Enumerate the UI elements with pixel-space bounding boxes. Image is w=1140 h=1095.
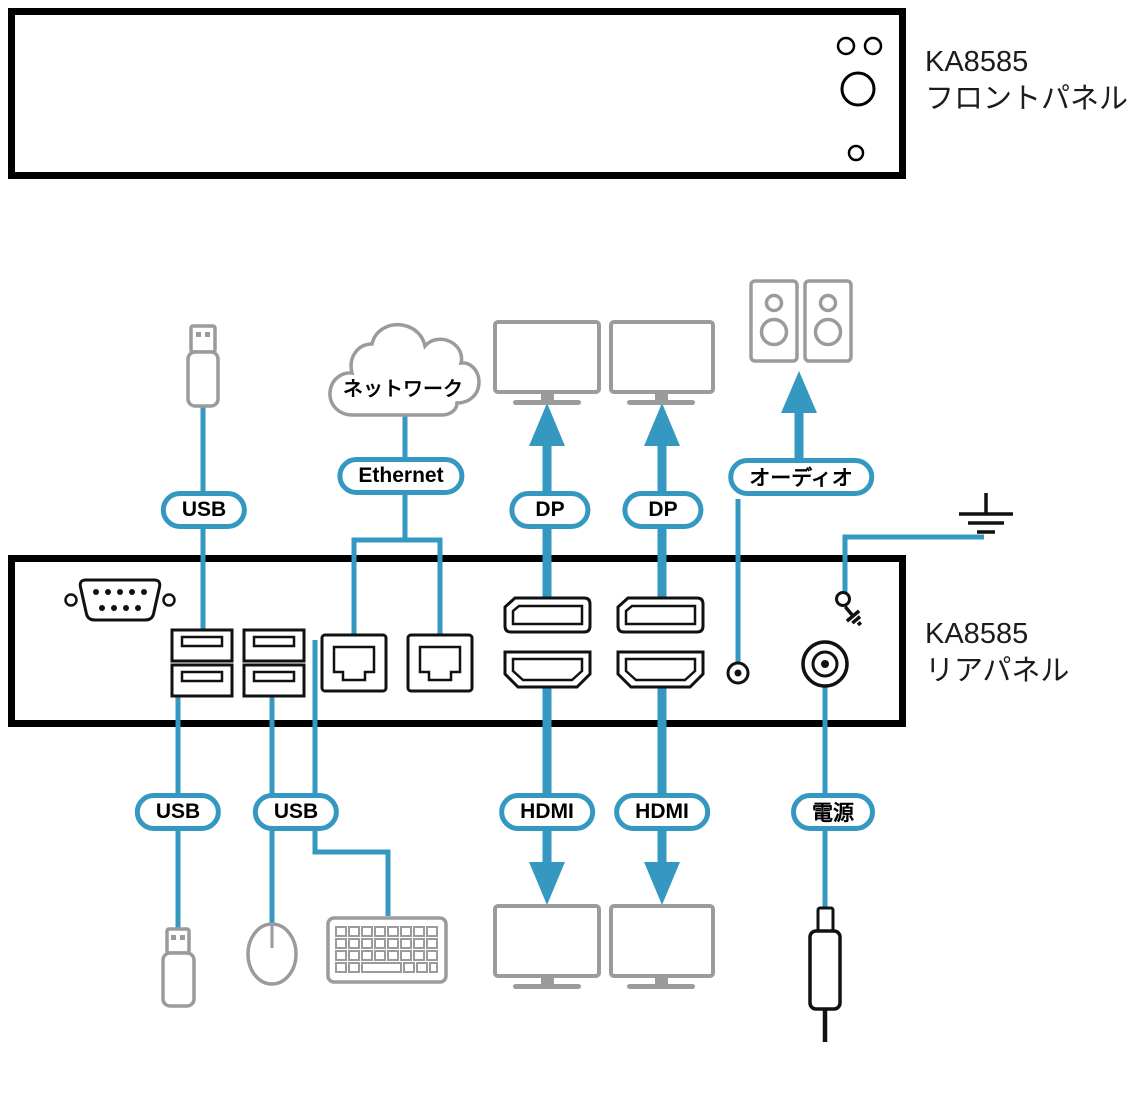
grounding-terminal-icon (835, 591, 863, 627)
keyboard-icon (326, 916, 448, 984)
usb-label-bottom-right: USB (252, 793, 340, 831)
usb-port-stack-left-icon (170, 628, 234, 698)
hdmi-label-left: HDMI (499, 793, 595, 831)
dp-label-right: DP (622, 491, 704, 529)
db9-pins (93, 589, 147, 611)
keyboard-keys (335, 926, 438, 973)
network-cloud-icon (328, 322, 481, 417)
usb-port-stack-right-icon (242, 628, 306, 698)
power-label: 電源 (791, 793, 875, 831)
hdmi-arrow-left (529, 680, 565, 905)
rear-ports (64, 578, 863, 698)
speakers-icon (749, 279, 853, 363)
monitor-bottom-left-icon (493, 904, 601, 989)
usb-flash-drive-bottom-icon (161, 927, 196, 1008)
front-panel-label-subtitle: フロントパネル (925, 83, 1129, 115)
usb-label-top: USB (160, 491, 248, 529)
usb-label-bottom-left: USB (134, 793, 222, 831)
rear-panel-label-title: KA8585 (925, 618, 1029, 650)
monitor-top-left-icon (493, 320, 601, 405)
front-panel (8, 8, 906, 179)
audio-label: オーディオ (728, 458, 874, 496)
power-plug-icon (808, 906, 842, 1042)
devices (161, 279, 1013, 1042)
monitor-top-right-icon (609, 320, 715, 405)
serial-db9-port-icon (64, 578, 176, 622)
rear-panel-label-subtitle: リアパネル (925, 655, 1070, 687)
front-panel-controls-icon (836, 36, 883, 162)
ground-symbol-icon (959, 493, 1013, 534)
front-panel-label-title: KA8585 (925, 46, 1029, 78)
displayport-left-icon (503, 596, 592, 634)
ethernet-port-right-icon (406, 633, 474, 693)
hdmi-port-left-icon (503, 650, 592, 689)
monitor-bottom-right-icon (609, 904, 715, 989)
power-socket-icon (801, 640, 849, 688)
network-cloud-label: ネットワーク (343, 378, 463, 401)
audio-jack-icon (726, 661, 750, 685)
keyboard-cable-line (312, 640, 391, 916)
displayport-right-icon (616, 596, 705, 634)
audio-arrow (781, 371, 817, 462)
ethernet-label: Ethernet (337, 457, 465, 495)
usb-flash-drive-top-icon (186, 324, 220, 408)
front-panel-label: KA8585 フロントパネル (925, 44, 1128, 118)
hdmi-port-right-icon (616, 650, 705, 689)
hdmi-label-right: HDMI (614, 793, 710, 831)
hdmi-arrow-right (644, 680, 680, 905)
ground-wire-line (842, 534, 984, 600)
rear-panel-label: KA8585 リアパネル (925, 616, 1069, 690)
ethernet-port-left-icon (320, 633, 388, 693)
mouse-icon (246, 922, 298, 986)
dp-label-left: DP (509, 491, 591, 529)
